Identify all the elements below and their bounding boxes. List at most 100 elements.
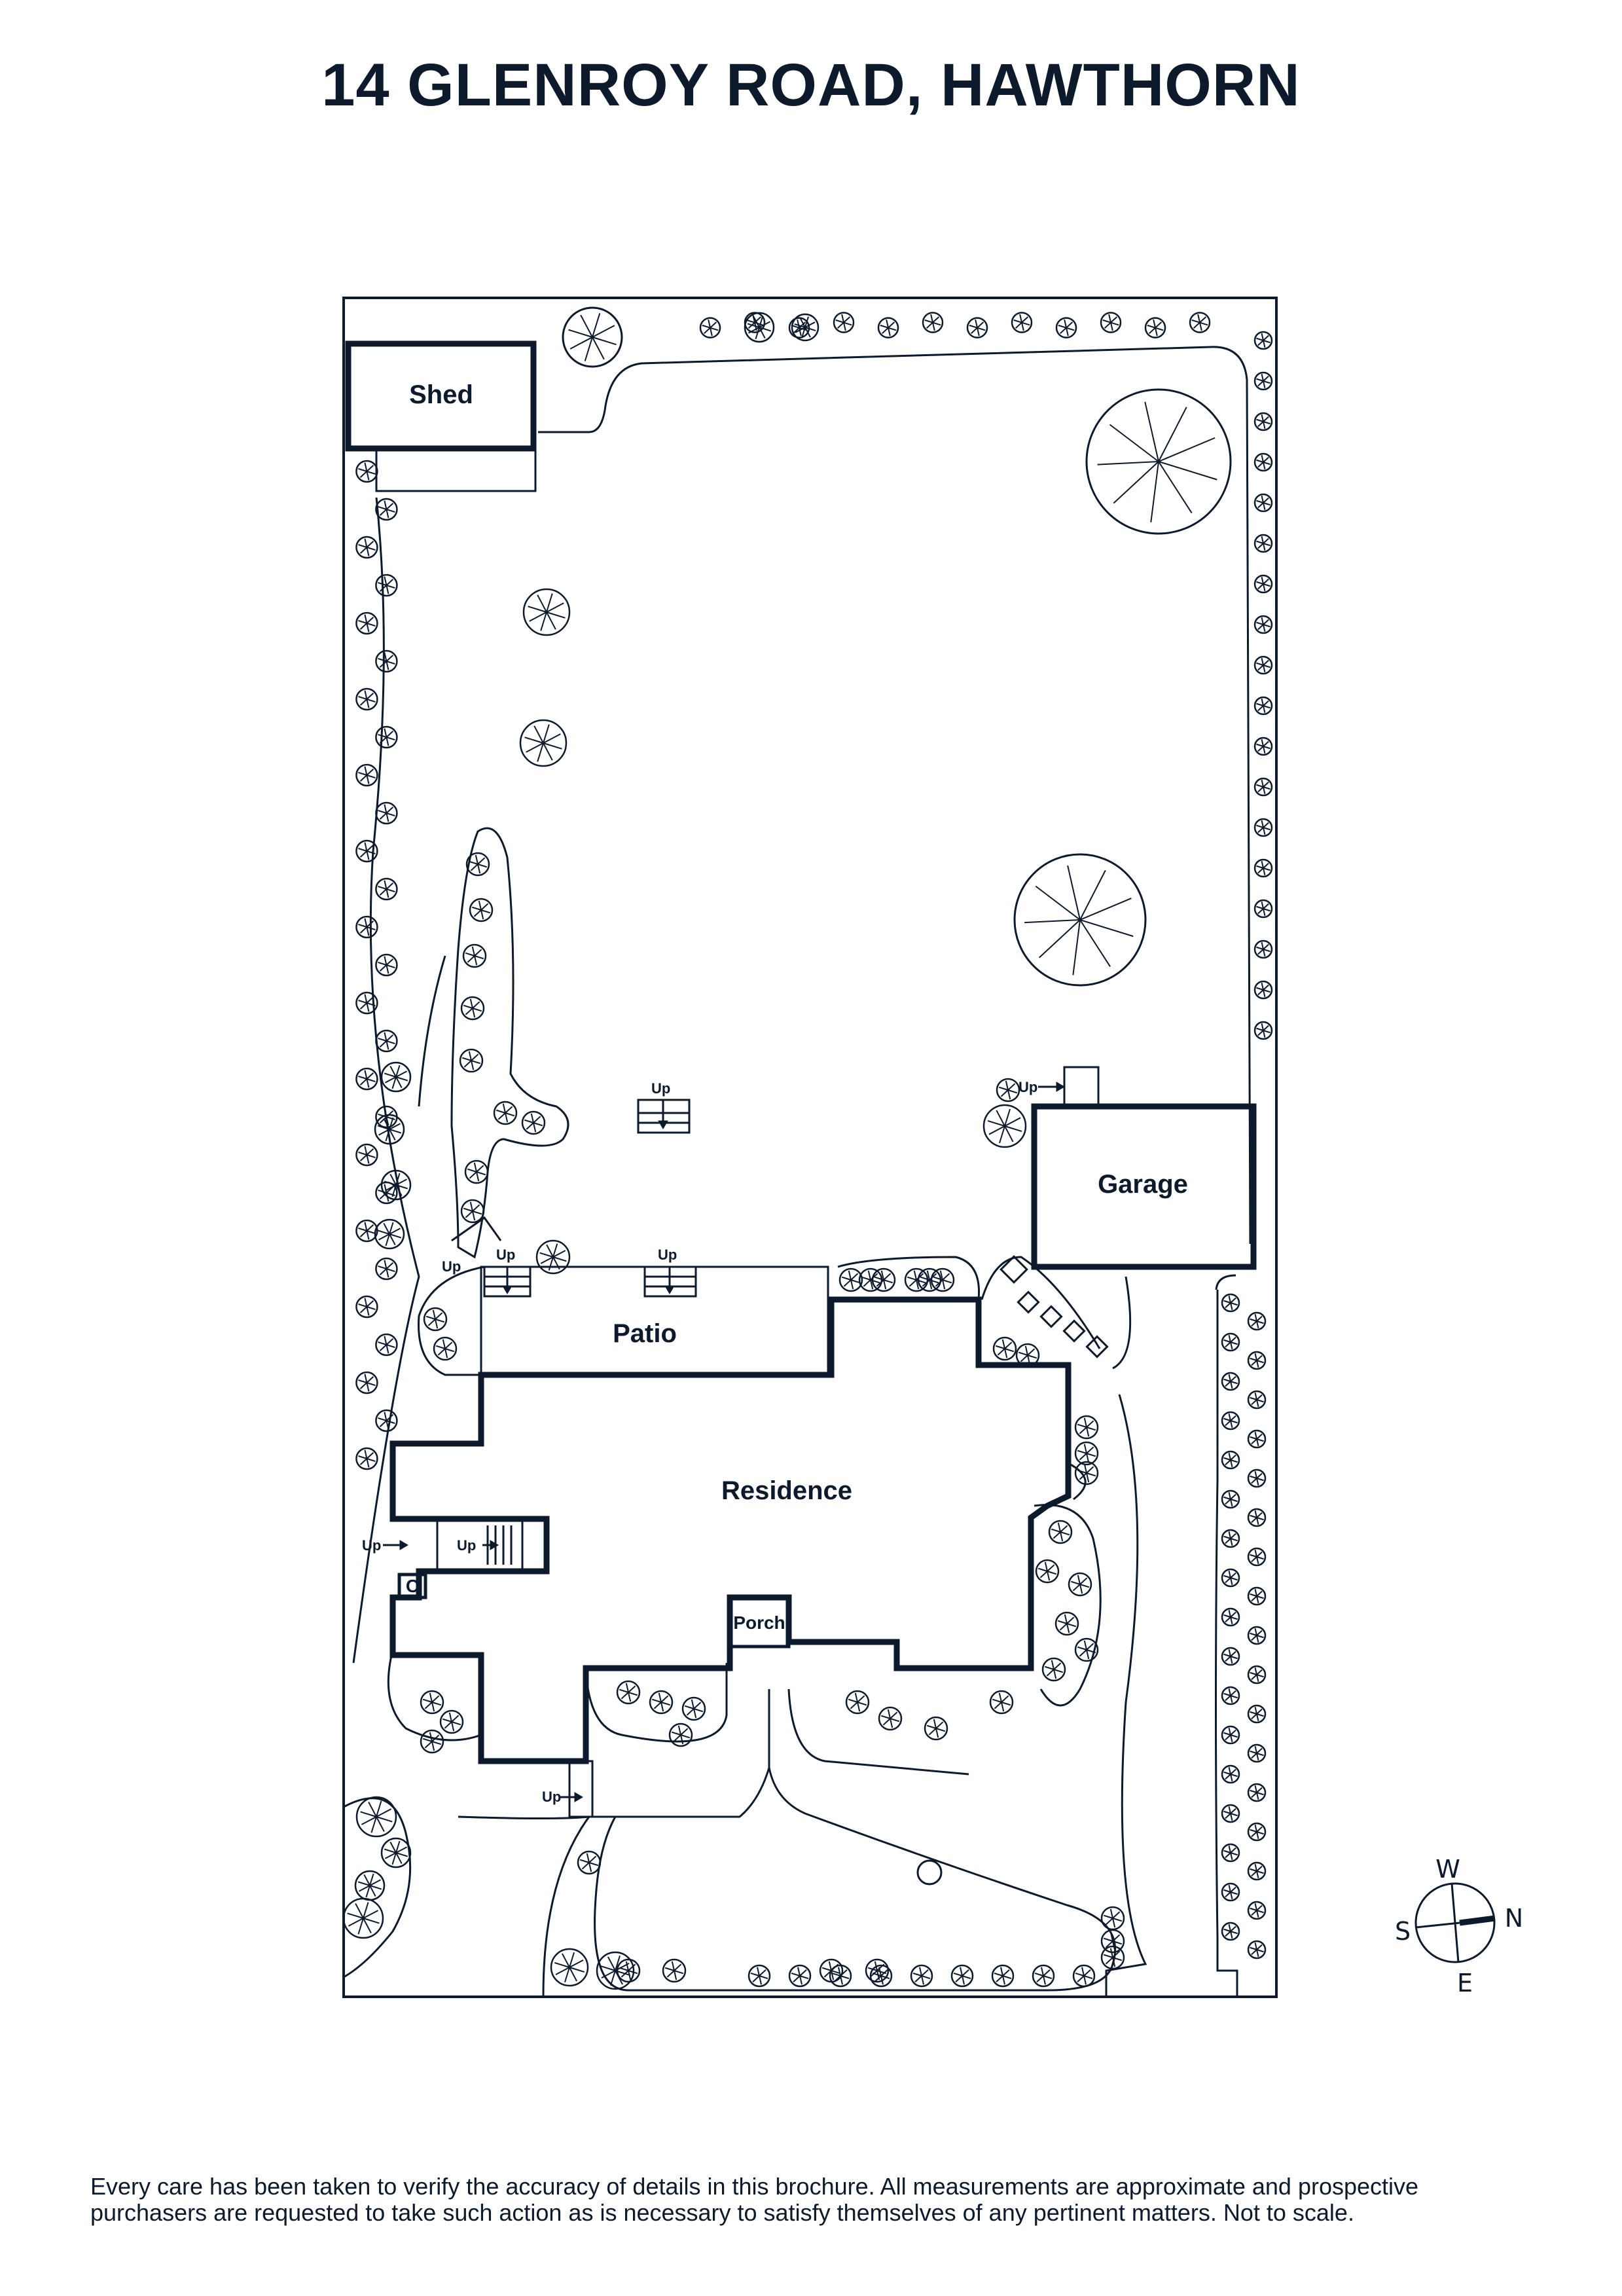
shrub-icon	[877, 317, 899, 338]
shrub-icon	[1221, 1568, 1240, 1588]
shrub-icon	[1253, 574, 1273, 594]
shrub-icon	[1247, 1861, 1267, 1881]
shrub-icon	[922, 312, 944, 333]
shrub-icon	[420, 1690, 444, 1715]
shrub-icon	[375, 801, 398, 825]
shrub-icon	[420, 1729, 444, 1754]
shrub-icon	[355, 1219, 378, 1243]
shrub-icon	[459, 1048, 484, 1073]
shrub-icon	[845, 1690, 870, 1715]
tree-icon	[380, 1837, 412, 1868]
tree-icon	[535, 1239, 571, 1275]
shrub-icon	[1221, 1372, 1240, 1391]
shrub-icon	[1074, 1637, 1099, 1662]
shrub-icon	[1247, 1822, 1267, 1842]
shrub-icon	[439, 1709, 464, 1734]
disclaimer-line-1: Every care has been taken to verify the …	[90, 2173, 1419, 2200]
shrub-icon	[355, 687, 378, 711]
shrub-icon	[871, 1267, 896, 1292]
shrub-icon	[924, 1716, 948, 1741]
porch-label: Porch	[733, 1613, 785, 1633]
shrub-icon	[375, 574, 398, 597]
disclaimer-line-2: purchasers are requested to take such ac…	[90, 2199, 1354, 2226]
tree-icon	[380, 1169, 412, 1201]
shrub-icon	[1247, 1901, 1267, 1920]
shrub-icon	[355, 1067, 378, 1091]
shrub-icon	[1253, 980, 1273, 1000]
shrub-icon	[699, 317, 721, 338]
tree-icon	[1085, 388, 1232, 535]
shrub-icon	[1015, 1343, 1040, 1368]
tree-layer	[342, 306, 1232, 1990]
shrub-icon	[681, 1696, 706, 1721]
shrub-icon	[1221, 1764, 1240, 1784]
tree-icon	[342, 1897, 384, 1939]
tree-icon	[596, 1951, 635, 1990]
shrub-icon	[460, 1199, 485, 1224]
shrub-icon	[1068, 1572, 1092, 1597]
compass-n: N	[1505, 1904, 1523, 1933]
shrub-icon	[991, 1964, 1015, 1988]
shrub-icon	[865, 1958, 890, 1983]
shrub-icon	[355, 1447, 378, 1470]
shrub-icon	[1247, 1311, 1267, 1331]
shrub-icon	[493, 1101, 518, 1125]
shrub-icon	[355, 536, 378, 559]
shrub-icon	[1253, 371, 1273, 391]
shrub-icon	[917, 1267, 942, 1292]
stair-label-garage: Up	[1018, 1079, 1037, 1095]
shrub-icon	[1247, 1547, 1267, 1567]
shrub-icon	[1032, 1964, 1055, 1988]
shrub-icon	[1253, 534, 1273, 553]
cellar-box	[397, 1573, 427, 1599]
shrub-icon	[433, 1336, 458, 1361]
shrub-icon	[1253, 493, 1273, 513]
shrub-icon	[355, 1295, 378, 1319]
tree-icon	[374, 1218, 405, 1250]
disclaimer: Every care has been taken to verify the …	[90, 2174, 1557, 2226]
shrub-icon	[1253, 737, 1273, 756]
shrub-icon	[858, 1267, 883, 1292]
shrub-icon	[1247, 1743, 1267, 1763]
shrub-icon	[989, 1690, 1014, 1715]
shrub-icon	[1253, 412, 1273, 431]
tree-icon	[1013, 853, 1147, 987]
shrub-icon	[1055, 317, 1077, 338]
compass-icon	[1415, 1882, 1496, 1963]
shrub-icon	[1100, 1945, 1125, 1970]
shrub-icon	[1247, 1586, 1267, 1606]
shrub-icon	[616, 1958, 641, 1983]
shrub-icon	[462, 943, 487, 968]
shrub-icon	[910, 1964, 933, 1988]
stair-label-lawn: Up	[651, 1080, 670, 1097]
shrub-icon	[1221, 1332, 1240, 1352]
shrub-icon	[992, 1336, 1017, 1361]
porch-area	[728, 1595, 791, 1649]
shrub-icon	[1253, 939, 1273, 959]
shrub-layer	[355, 312, 1273, 1988]
compass-w: W	[1435, 1855, 1460, 1884]
stair-label-patio-west: Up	[496, 1247, 515, 1263]
tree-icon	[522, 588, 571, 636]
shrub-icon	[1221, 1922, 1240, 1941]
shrub-icon	[1253, 899, 1273, 919]
compass-s: S	[1395, 1917, 1411, 1946]
patio-label: Patio	[613, 1319, 677, 1348]
shrub-icon	[662, 1958, 687, 1983]
shrub-icon	[748, 1964, 771, 1988]
tree-icon	[374, 1114, 405, 1145]
shrub-icon	[464, 1159, 489, 1184]
shrub-icon	[375, 1257, 398, 1281]
tree-icon	[791, 313, 820, 342]
shrub-icon	[1189, 312, 1211, 333]
shrub-icon	[1253, 615, 1273, 634]
shrub-icon	[1253, 696, 1273, 716]
garage-steps	[1063, 1066, 1100, 1108]
shrub-icon	[375, 1333, 398, 1357]
shrub-icon	[1074, 1461, 1099, 1485]
shrub-icon	[355, 915, 378, 939]
shrub-icon	[1247, 1940, 1267, 1959]
shrub-icon	[1253, 331, 1273, 350]
stair-label-bed: Up	[442, 1258, 461, 1275]
